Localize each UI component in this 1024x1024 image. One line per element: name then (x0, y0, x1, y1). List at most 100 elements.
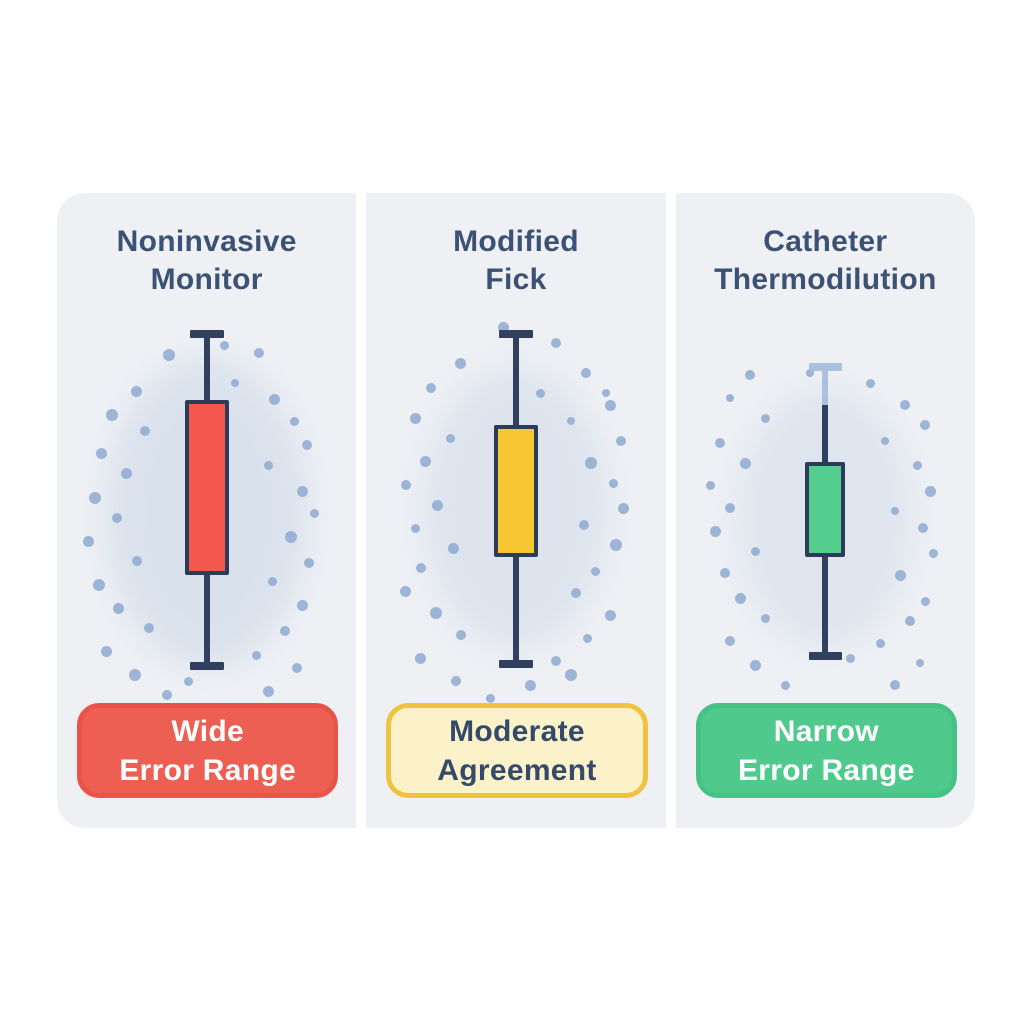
scatter-dot (184, 676, 194, 686)
scatter-dot (584, 457, 597, 469)
result-badge-line1: Moderate (449, 714, 585, 748)
scatter-dot (161, 690, 172, 700)
scatter-dot (615, 436, 626, 446)
result-badge-line1: Wide (171, 714, 244, 748)
result-badge-line2: Agreement (437, 753, 597, 787)
method-title-line1: Modified (453, 225, 579, 258)
scatter-dot (550, 656, 561, 666)
scatter-dot (591, 566, 601, 576)
result-badge-line2: Error Range (119, 753, 296, 787)
method-title-line2: Fick (485, 263, 547, 296)
scatter-dot (928, 548, 938, 558)
scatter-dot (601, 389, 610, 397)
scatter-dot (131, 556, 142, 566)
scatter-dot (725, 503, 736, 513)
scatter-dot (432, 499, 444, 511)
scatter-dot (705, 480, 715, 490)
scatter-dot (715, 438, 726, 448)
scatter-dot (220, 340, 230, 350)
scatter-dot (92, 579, 105, 591)
scatter-dot (230, 379, 239, 387)
scatter-dot (920, 596, 930, 606)
scatter-dot (749, 659, 761, 671)
scatter-dot (111, 513, 122, 523)
scatter-dot (264, 460, 274, 470)
scatter-dot (780, 680, 790, 690)
scatter-dot (875, 638, 885, 648)
scatter-dot (310, 508, 320, 518)
scatter-dot (900, 400, 911, 410)
scatter-dot (252, 650, 262, 660)
method-title: Modified Fick (366, 193, 665, 299)
scatter-dot (726, 394, 735, 402)
scatter-dot (113, 602, 125, 614)
boxplot-area (676, 313, 975, 703)
scatter-dot (400, 585, 412, 597)
method-panel-catheter-thermodilution: Catheter Thermodilution Narrow Error Ran… (675, 193, 975, 828)
scatter-dot (450, 676, 461, 686)
result-badge: Wide Error Range (77, 703, 339, 798)
scatter-dot (301, 440, 312, 450)
scatter-dot (291, 663, 302, 673)
method-title: Noninvasive Monitor (57, 193, 356, 299)
scatter-dot (536, 388, 546, 398)
scatter-dot (143, 623, 154, 633)
scatter-dot (609, 539, 622, 551)
iqr-box (184, 400, 229, 575)
method-title-line1: Noninvasive (116, 225, 297, 258)
result-badge-line2: Error Range (737, 753, 915, 787)
scatter-dot (566, 417, 575, 425)
scatter-dot (128, 669, 141, 681)
scatter-dot (268, 576, 278, 586)
whisker-cap-top-icon (808, 363, 842, 371)
scatter-dot (121, 467, 133, 479)
scatter-dot (570, 588, 581, 598)
scatter-dot (806, 369, 815, 377)
scatter-dot (400, 480, 411, 490)
scatter-dot (609, 478, 619, 488)
scatter-dot (162, 349, 175, 361)
scatter-dot (580, 368, 591, 378)
scatter-dot (415, 563, 426, 573)
scatter-dot (894, 569, 906, 581)
scatter-dot (916, 659, 925, 667)
iqr-box (805, 462, 846, 557)
whisker-cap-bottom-icon (498, 660, 533, 668)
boxplot-area (57, 313, 356, 703)
scatter-dot (263, 685, 275, 697)
scatter-dot (760, 613, 770, 623)
scatter-dot (891, 507, 900, 515)
scatter-dot (760, 413, 770, 423)
scatter-dot (578, 520, 589, 530)
scatter-dot (101, 645, 113, 657)
result-badge: Narrow Error Range (695, 703, 957, 798)
scatter-dot (890, 680, 901, 690)
scatter-dot (720, 568, 731, 578)
whisker-cap-top-icon (189, 330, 224, 338)
boxplot-area (366, 313, 665, 703)
scatter-dot (411, 523, 421, 533)
scatter-dot (415, 652, 427, 664)
scatter-dot (455, 357, 467, 369)
scatter-dot (912, 460, 922, 470)
scatter-dot (131, 385, 143, 397)
scatter-dot (448, 542, 460, 554)
scatter-dot (564, 669, 577, 681)
whisker-cap-bottom-icon (808, 652, 842, 660)
method-title-line1: Catheter (763, 225, 888, 258)
method-title-line2: Thermodilution (714, 263, 937, 296)
scatter-dot (96, 447, 108, 459)
scatter-dot (525, 679, 537, 691)
scatter-dot (905, 616, 916, 626)
scatter-dot (105, 409, 118, 421)
scatter-dot (918, 523, 929, 533)
scatter-dot (290, 416, 300, 426)
scatter-dot (297, 485, 309, 497)
scatter-dot (920, 420, 931, 430)
scatter-dot (83, 535, 95, 547)
scatter-dot (845, 653, 855, 663)
result-badge-line1: Narrow (773, 714, 879, 748)
whisker-cap-bottom-icon (189, 662, 224, 670)
method-panel-noninvasive-monitor: Noninvasive Monitor Wide Error Range (57, 193, 357, 828)
